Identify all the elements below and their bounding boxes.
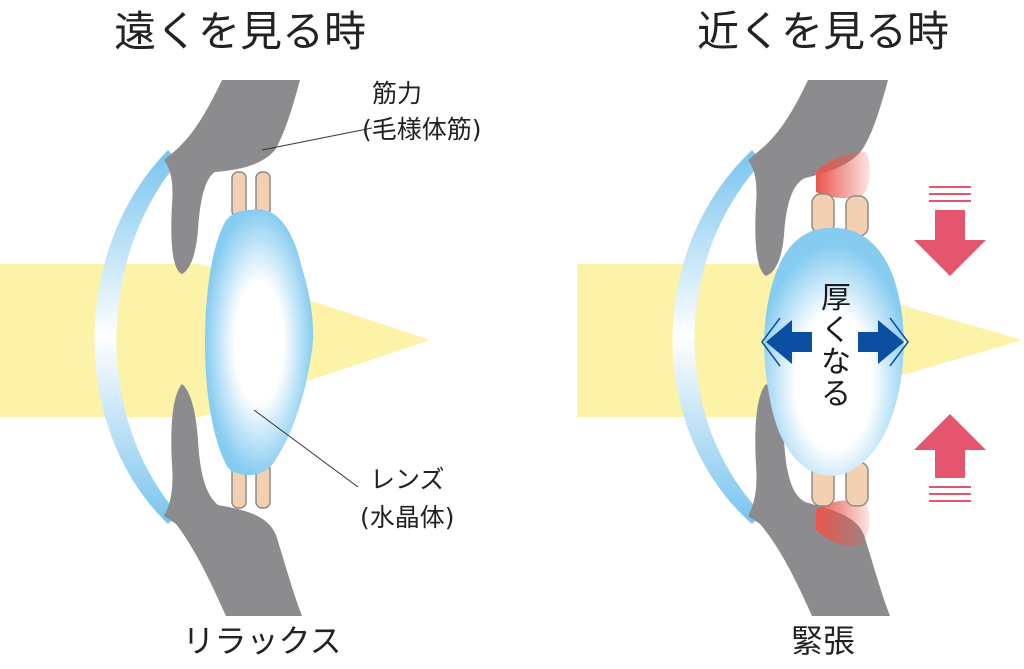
far-muscle-sublabel: (毛様体筋) (362, 115, 482, 144)
far-muscle-leader-line (261, 127, 373, 151)
near-up-pressure-arrow-icon (914, 414, 986, 502)
far-lens (205, 209, 314, 476)
far-lens-label: レンズ (370, 465, 445, 494)
far-lens-sublabel: (水晶体) (360, 503, 455, 532)
far-lower-ciliary-body (164, 384, 302, 616)
far-upper-zonules (231, 171, 271, 218)
near-lens-text-char: く (821, 313, 851, 348)
far-lens-leader-line (253, 409, 359, 488)
near-lens-text-char: 厚 (821, 281, 851, 316)
near-upper-ciliary-muscle (816, 151, 871, 199)
far-state-label: リラックス (182, 622, 341, 660)
far-panel (0, 80, 430, 616)
near-state-label: 緊張 (791, 622, 855, 660)
near-lens (764, 227, 904, 476)
near-cornea (672, 150, 762, 524)
far-upper-ciliary-body (164, 80, 300, 274)
far-cornea (94, 150, 178, 524)
near-upper-ciliary-body (748, 80, 888, 276)
near-left-expand-arrow-icon (761, 317, 812, 367)
near-lens-text-char: る (821, 377, 851, 412)
near-down-pressure-arrow-icon (914, 186, 986, 276)
far-title: 遠くを見る時 (114, 7, 366, 56)
near-lens-text-char: な (821, 345, 851, 380)
far-muscle-label: 筋力 (372, 79, 422, 108)
near-title: 近くを見る時 (697, 7, 949, 56)
near-lens-text: 厚 く な る (821, 281, 851, 412)
near-right-expand-arrow-icon (858, 317, 909, 367)
near-panel (577, 80, 1022, 616)
near-lower-ciliary-body (748, 384, 890, 616)
near-lower-ciliary-muscle (816, 500, 870, 547)
